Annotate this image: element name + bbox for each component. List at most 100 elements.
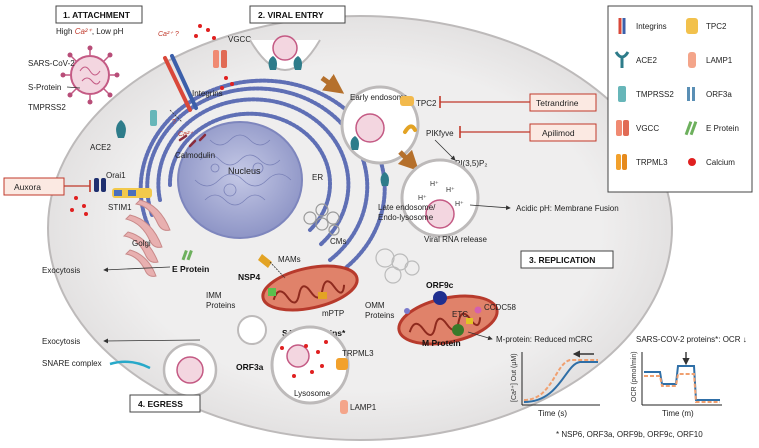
orf9c-label: ORF9c <box>426 280 454 290</box>
exocytosis-arrow-1 <box>103 266 171 273</box>
trpml3-label: TRPML3 <box>342 349 374 358</box>
plot2-xlabel: Time (m) <box>662 409 694 418</box>
plot2-ylabel: OCR (pmol/min) <box>631 351 638 402</box>
section-viral-entry: 2. VIRAL ENTRY <box>249 5 346 24</box>
ace2-label: ACE2 <box>90 143 111 152</box>
entry-arrow-1 <box>320 74 345 94</box>
exocytosis-arrow-2 <box>103 338 201 344</box>
calcium-icon <box>688 158 696 166</box>
tpc2-icon <box>686 18 698 34</box>
mitochondrion-left <box>261 264 359 312</box>
omm-label-2: Proteins <box>365 311 394 320</box>
ccdc58-label: CCDC58 <box>484 303 517 312</box>
mams-label: MAMs <box>278 255 301 264</box>
e-protein-label: E Protein <box>172 264 209 274</box>
m-protein-arrow <box>467 331 493 341</box>
s-protein-label: S-Protein <box>28 83 61 92</box>
e-protein-marker <box>181 249 193 261</box>
m-protein-note: M-protein: Reduced mCRC <box>496 335 593 344</box>
sars-cov2-label: SARS-CoV-2 <box>28 59 75 68</box>
integrin-icon <box>618 18 626 34</box>
trpml3-channel <box>336 358 348 370</box>
plot-ocr: OCR (pmol/min) Time (m) <box>631 351 722 418</box>
ca-label-1: Ca²⁺ <box>178 131 194 138</box>
stim1-protein <box>112 188 152 198</box>
snare-label: SNARE complex <box>42 359 102 368</box>
lysosome-label: Lysosome <box>294 389 331 398</box>
vgcc-icon <box>616 120 629 136</box>
golgi-label: Golgi <box>132 239 151 248</box>
viral-rna-label: Viral RNA release <box>424 235 488 244</box>
mptp-label: mPTP <box>322 309 344 318</box>
double-membrane-vesicles <box>375 248 420 284</box>
s-protein-connector <box>66 86 81 89</box>
plot2-title: SARS-COV-2 proteins*: OCR ↓ <box>636 335 747 344</box>
snare-complex-icon <box>109 360 151 370</box>
tpc2-label: TPC2 <box>416 99 437 108</box>
orai1-label: Orai1 <box>106 171 126 180</box>
footnote: * NSP6, ORF3a, ORF9b, ORF9c, ORF10 <box>556 430 703 439</box>
drug-tetrandrine: Tetrandrine <box>439 93 597 112</box>
plot1-xlabel: Time (s) <box>538 409 567 418</box>
pikfyve-icon <box>403 124 417 134</box>
golgi-apparatus <box>122 199 171 277</box>
legend-label: ACE2 <box>636 56 657 65</box>
h-plus-3: H⁺ <box>418 195 427 202</box>
early-endosome <box>340 85 420 165</box>
plot2-curve-orange <box>644 373 720 403</box>
tmprss2-icon <box>618 86 626 102</box>
section-replication: 3. REPLICATION <box>520 250 614 269</box>
integrin-link <box>169 109 183 123</box>
plot1-curve-orange <box>523 359 598 401</box>
legend-item-integrins: Integrins <box>618 18 667 34</box>
orf9c-icon <box>433 291 447 305</box>
lamp1-icon <box>688 52 696 68</box>
tmprss2-receptor <box>150 110 157 126</box>
egress-vesicle-1 <box>162 342 218 398</box>
lamp1-label: LAMP1 <box>350 403 377 412</box>
legend-label: LAMP1 <box>706 56 733 65</box>
nsp4-icon <box>258 254 272 268</box>
early-endosome-label: Early endosome <box>350 93 408 102</box>
legend-label: E Protein <box>706 124 739 133</box>
question-label: ? <box>172 119 176 126</box>
e-protein-icon <box>684 121 698 136</box>
legend-label: TPC2 <box>706 22 727 31</box>
tpc2-icon-endosome <box>400 96 414 106</box>
m-protein-label: M Protein <box>422 338 461 348</box>
legend-item-tpc2: TPC2 <box>686 18 727 34</box>
svg-text:2. VIRAL ENTRY: 2. VIRAL ENTRY <box>258 10 324 20</box>
pi35p2-label: PI(3,5)P₂ <box>455 159 487 168</box>
legend-label: TRPML3 <box>636 158 668 167</box>
ace2-receptor <box>116 120 126 138</box>
integrin-receptor <box>163 54 198 112</box>
legend-item-ace2: ACE2 <box>614 51 657 68</box>
late-endosome <box>400 158 480 238</box>
trpml3-icon <box>616 154 627 170</box>
legend-label: Calcium <box>706 158 735 167</box>
cell-membrane <box>47 15 673 441</box>
pikfyve-label: PIKfyve <box>426 129 454 138</box>
integrins-label: Integrins <box>192 89 223 98</box>
calmodulin-label: Calmodulin <box>175 151 215 160</box>
h-plus-1: H⁺ <box>430 181 439 188</box>
nucleus-label: Nucleus <box>228 166 261 176</box>
mams-connector <box>269 261 286 279</box>
sars-cov2-virion <box>60 45 120 105</box>
ca-question-label: Ca²⁺ ? <box>158 31 179 38</box>
nucleus <box>177 121 303 239</box>
ace2-icon <box>614 51 630 68</box>
entry-invagination <box>249 35 321 71</box>
egress-vesicle-2 <box>237 315 267 345</box>
h-plus-4: H⁺ <box>455 201 464 208</box>
legend-item-lamp1: LAMP1 <box>688 52 733 68</box>
legend-item-tmprss2: TMPRSS2 <box>618 86 674 102</box>
tmprss2-label: TMPRSS2 <box>28 103 66 112</box>
late-endosome-label-1: Late endosome/ <box>378 203 436 212</box>
calmodulin-icon <box>178 133 207 148</box>
imm-label-1: IMM <box>206 291 222 300</box>
svg-text:3. REPLICATION: 3. REPLICATION <box>529 255 595 265</box>
etc-icon <box>466 318 473 324</box>
